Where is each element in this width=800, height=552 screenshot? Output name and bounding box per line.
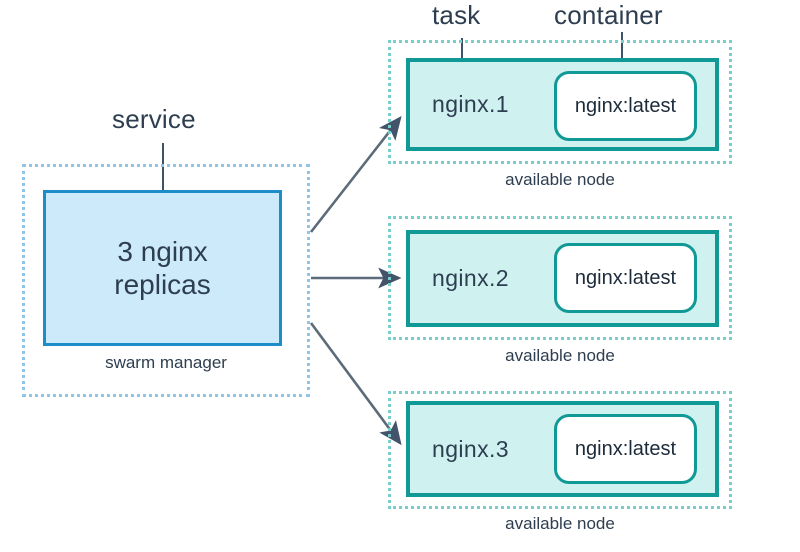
annotation-label-container: container (554, 0, 663, 30)
annotation-label-service: service (112, 104, 196, 134)
arrow-to-node-3 (309, 322, 402, 446)
available-node-boundary-2 (388, 216, 732, 340)
service-box[interactable]: 3 nginx replicas (43, 190, 282, 346)
task-label-1: nginx.1 (432, 91, 509, 117)
arrow-to-node-1 (309, 115, 402, 233)
available-node-caption-1: available node (505, 170, 615, 189)
available-node-caption-3: available node (505, 514, 615, 533)
annotation-label-task: task (432, 0, 481, 30)
available-node-caption-2: available node (505, 346, 615, 365)
task-label-3: nginx.3 (432, 435, 509, 462)
task-label-2: nginx.2 (432, 265, 509, 291)
service-replicas-line-1: 3 nginx (117, 235, 208, 267)
container-image-label-2: nginx:latest (574, 266, 677, 289)
leader-line-service (162, 143, 164, 227)
service-box-text: 3 nginx replicas (114, 235, 210, 301)
available-node-boundary-1 (388, 40, 732, 164)
swarm-manager-caption: swarm manager (105, 353, 227, 372)
container-box-3[interactable]: nginx:latest (554, 414, 697, 484)
container-box-1[interactable]: nginx:latest (554, 71, 697, 141)
service-replicas-line-2: replicas (114, 269, 211, 300)
available-node-boundary-3 (388, 391, 732, 509)
container-image-label-1: nginx:latest (574, 94, 677, 117)
swarm-manager-boundary (22, 164, 310, 397)
container-box-2[interactable]: nginx:latest (554, 243, 697, 313)
container-image-label-3: nginx:latest (574, 437, 677, 460)
